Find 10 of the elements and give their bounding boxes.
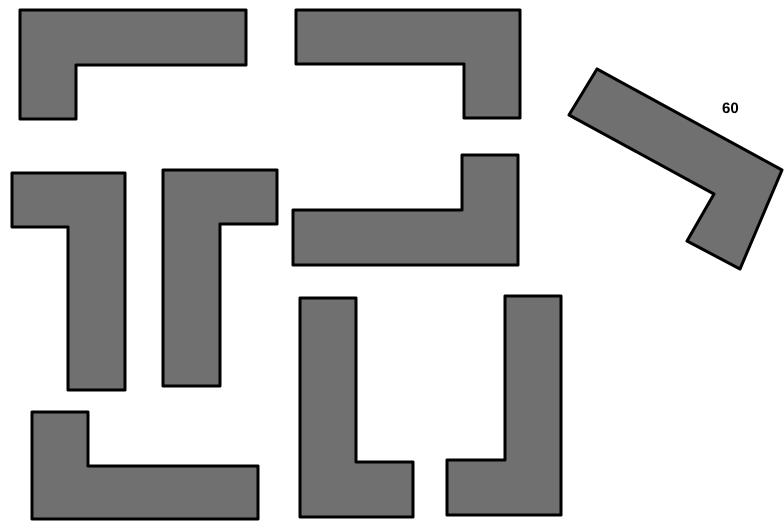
l-shaped-piece xyxy=(162,168,278,388)
l-shaped-piece xyxy=(446,294,562,516)
angle-label: 60 xyxy=(722,100,739,117)
l-shaped-piece xyxy=(18,8,248,120)
l-shaped-piece xyxy=(292,154,520,266)
l-shaped-piece xyxy=(294,8,522,120)
l-shaped-piece xyxy=(298,296,414,518)
l-shaped-piece xyxy=(30,410,260,520)
l-shaped-piece xyxy=(10,172,126,392)
l-shaped-piece xyxy=(568,68,784,270)
